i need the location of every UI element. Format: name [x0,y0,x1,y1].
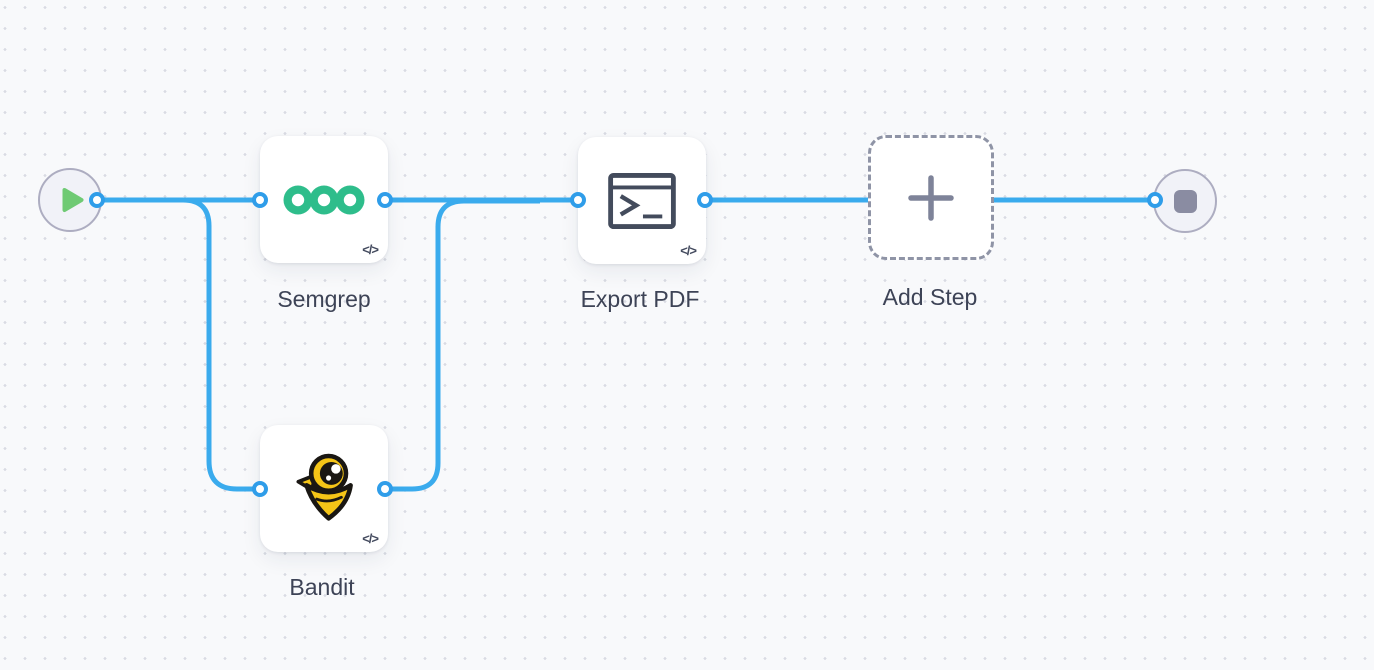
node-label-semgrep: Semgrep [277,286,371,312]
port-semgrep-out[interactable] [376,191,393,208]
code-badge-icon: </> [680,243,697,258]
node-semgrep[interactable]: </> [260,136,388,263]
edge-bandit-export[interactable] [385,198,540,492]
port-end-in[interactable] [1146,191,1163,208]
end-node[interactable] [1153,169,1217,233]
node-export-pdf[interactable]: </> [578,137,706,264]
play-icon [61,187,85,213]
node-label-add-step: Add Step [882,284,978,310]
code-badge-icon: </> [362,242,379,257]
port-export-out[interactable] [696,191,713,208]
port-start-out[interactable] [88,191,105,208]
stop-icon [1173,189,1197,213]
code-badge-icon: </> [362,531,379,546]
bandit-logo-icon [291,450,357,528]
port-semgrep-in[interactable] [251,191,268,208]
node-bandit[interactable]: </> [260,425,388,552]
node-label-bandit: Bandit [289,574,355,600]
semgrep-logo-icon [282,181,366,219]
plus-icon [908,174,954,221]
terminal-icon [608,172,676,229]
add-step-button[interactable] [868,135,994,260]
edge-start-bandit[interactable] [97,197,260,492]
port-export-in[interactable] [569,191,586,208]
port-bandit-in[interactable] [251,480,268,497]
node-label-export-pdf: Export PDF [580,286,700,312]
port-bandit-out[interactable] [376,480,393,497]
